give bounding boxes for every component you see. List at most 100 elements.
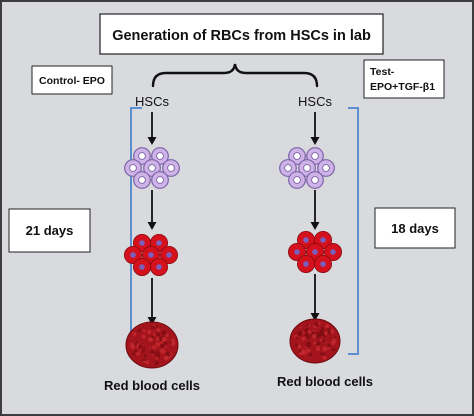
cell-nucleus [303,261,309,267]
texture-speckle [316,341,321,346]
texture-speckle [160,348,166,354]
test-rbc-cluster [287,230,342,273]
test-duration-box [374,207,456,249]
texture-speckle [299,349,302,353]
control-result-label: Red blood cells [104,378,200,393]
control-duration-bracket [130,107,142,355]
texture-speckle [318,322,321,325]
texture-speckle [148,337,154,343]
texture-speckle [327,343,331,348]
stem-cell-nucleus [138,152,146,160]
texture-speckle [327,346,331,350]
texture-speckle [155,325,159,328]
stem-cell-nucleus [148,164,156,172]
cell-illustrations [124,147,342,369]
texture-speckle [325,324,330,329]
test-label-line1: Test- [370,66,395,78]
cell-nucleus [303,237,309,243]
test-label-line2: EPO+TGF-β1 [370,81,435,93]
cell-nucleus [312,249,318,255]
texture-speckle [135,340,139,344]
texture-speckle [294,343,298,348]
texture-speckle [315,346,320,351]
texture-speckle [161,336,167,342]
texture-speckle [153,333,156,336]
stem-cell-nucleus [311,152,319,160]
texture-speckle [330,329,335,334]
texture-speckle [306,323,309,326]
control-rbc-cluster [124,233,178,276]
cell-nucleus [130,252,136,258]
texture-speckle [141,349,145,353]
texture-speckle [314,322,319,327]
texture-speckle [155,356,159,360]
texture-speckle [163,355,169,361]
texture-speckle [143,358,146,362]
control-label: Control- EPO [39,75,105,87]
texture-speckle [308,352,313,357]
cell-nucleus [156,264,162,270]
diagram-title: Generation of RBCs from HSCs in lab [112,28,371,44]
test-result-label: Red blood cells [277,374,373,389]
split-brace [151,63,319,88]
texture-speckle [142,360,146,364]
stem-cell-nucleus [129,164,137,172]
texture-speckle [319,329,325,335]
stem-cell-nucleus [284,164,292,172]
texture-speckle [137,328,142,333]
stem-cell-nucleus [303,164,311,172]
texture-speckle [155,341,161,347]
cell-nucleus [148,252,154,258]
control-duration-box [8,208,91,253]
texture-speckle [138,345,143,349]
texture-speckle [327,327,331,331]
texture-speckle [143,329,146,333]
cell-nucleus [139,264,145,270]
texture-speckle [170,341,176,346]
texture-speckle [300,326,302,329]
stem-cell-nucleus [293,176,301,184]
texture-speckle [304,332,310,337]
test-arrow-2-head [310,222,320,230]
texture-speckle [162,344,165,348]
texture-speckle [129,342,135,348]
stem-cell-nucleus [138,176,146,184]
texture-speckle [161,330,167,336]
texture-speckle [142,347,146,351]
test-duration-label: 18 days [391,221,439,236]
control-blood-mass [125,321,179,369]
texture-speckle [306,348,311,353]
stem-cell-nucleus [322,164,330,172]
texture-speckle [135,351,140,356]
texture-speckle [157,353,161,357]
texture-speckle [162,335,165,338]
cell-nucleus [166,252,172,258]
texture-speckle [307,341,311,345]
test-blood-mass [289,318,341,364]
cell-nucleus [320,237,326,243]
texture-speckle [171,338,175,343]
control-arrow-2-head [147,222,157,230]
control-stem-cell-cluster [124,147,180,189]
texture-speckle [297,330,303,337]
control-duration-label: 21 days [26,223,74,238]
texture-speckle [134,349,138,353]
texture-speckle [153,341,156,344]
texture-speckle [301,336,306,341]
texture-speckle [295,336,299,340]
texture-speckle [132,332,137,336]
texture-speckle [163,341,168,345]
texture-speckle [311,333,317,339]
control-hscs-label: HSCs [135,94,169,109]
texture-speckle [151,353,154,356]
texture-speckle [155,337,160,341]
test-arrow-3-head [310,313,320,321]
test-label-box [363,59,445,99]
stem-cell-nucleus [156,152,164,160]
texture-speckle [327,330,332,335]
texture-speckle [322,338,326,343]
stem-cell-nucleus [293,152,301,160]
test-stem-cell-cluster [279,147,335,189]
texture-speckle [305,346,308,349]
